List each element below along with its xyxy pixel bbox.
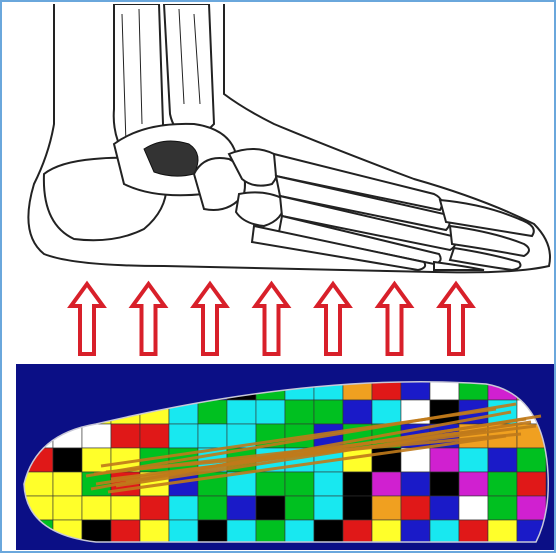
arrow-group bbox=[71, 284, 472, 354]
pressure-cell bbox=[343, 496, 372, 520]
pressure-cell bbox=[227, 496, 256, 520]
pressure-cell bbox=[488, 520, 517, 544]
pressure-cell bbox=[488, 496, 517, 520]
pressure-cell bbox=[372, 496, 401, 520]
up-arrow-icon bbox=[133, 284, 165, 354]
pressure-cell bbox=[372, 472, 401, 496]
pressure-cell bbox=[140, 424, 169, 448]
pressure-cell bbox=[53, 448, 82, 472]
pressure-cell bbox=[140, 496, 169, 520]
pressure-cell bbox=[430, 496, 459, 520]
pressure-cell bbox=[517, 472, 546, 496]
pressure-cell bbox=[430, 448, 459, 472]
pressure-cell bbox=[82, 448, 111, 472]
pressure-cell bbox=[227, 400, 256, 424]
pressure-cell bbox=[517, 496, 546, 520]
pressure-cell bbox=[198, 400, 227, 424]
pressure-cell bbox=[314, 520, 343, 544]
pressure-cell bbox=[401, 496, 430, 520]
pressure-arrows bbox=[2, 278, 556, 360]
pressure-cell bbox=[198, 424, 227, 448]
pressure-cell bbox=[24, 472, 53, 496]
foot-skeleton-illustration bbox=[14, 4, 554, 282]
pressure-cell bbox=[111, 496, 140, 520]
midfoot-bones bbox=[194, 149, 284, 226]
pressure-cell bbox=[227, 520, 256, 544]
pressure-cell bbox=[169, 496, 198, 520]
plantar-pressure-map bbox=[16, 364, 554, 550]
up-arrow-icon bbox=[71, 284, 103, 354]
pressure-cell bbox=[256, 496, 285, 520]
pressure-cell bbox=[401, 520, 430, 544]
pressure-cell bbox=[343, 400, 372, 424]
pressure-cell bbox=[285, 400, 314, 424]
up-arrow-icon bbox=[440, 284, 472, 354]
pressure-cell bbox=[285, 496, 314, 520]
pressure-cell bbox=[140, 520, 169, 544]
pressure-cell bbox=[459, 472, 488, 496]
pressure-cell bbox=[314, 472, 343, 496]
pressure-cell bbox=[198, 520, 227, 544]
pressure-cell bbox=[53, 472, 82, 496]
up-arrow-icon bbox=[194, 284, 226, 354]
pressure-cell bbox=[285, 472, 314, 496]
pressure-cell bbox=[111, 424, 140, 448]
pressure-cell bbox=[488, 448, 517, 472]
pressure-cell bbox=[169, 424, 198, 448]
pressure-cell bbox=[430, 520, 459, 544]
pressure-cell bbox=[372, 400, 401, 424]
pressure-cell bbox=[169, 520, 198, 544]
pressure-cell bbox=[459, 496, 488, 520]
pressure-cell bbox=[372, 520, 401, 544]
pressure-cell bbox=[256, 472, 285, 496]
metatarsals bbox=[252, 154, 456, 270]
pressure-cell bbox=[256, 400, 285, 424]
pressure-cell bbox=[314, 400, 343, 424]
pressure-cell bbox=[82, 496, 111, 520]
pressure-cell bbox=[285, 520, 314, 544]
pressure-cell bbox=[111, 520, 140, 544]
pressure-cell bbox=[256, 520, 285, 544]
pressure-cell bbox=[430, 472, 459, 496]
pressure-cell bbox=[198, 496, 227, 520]
pressure-cell bbox=[53, 496, 82, 520]
pressure-cell bbox=[343, 472, 372, 496]
pressure-cell bbox=[401, 472, 430, 496]
pressure-cell bbox=[488, 472, 517, 496]
pressure-cell bbox=[314, 496, 343, 520]
up-arrow-icon bbox=[379, 284, 411, 354]
pressure-cell bbox=[459, 448, 488, 472]
up-arrow-icon bbox=[317, 284, 349, 354]
pressure-cell bbox=[82, 424, 111, 448]
pressure-cell bbox=[459, 520, 488, 544]
pressure-cell bbox=[430, 400, 459, 424]
pressure-cell bbox=[343, 520, 372, 544]
pressure-cell bbox=[517, 448, 546, 472]
up-arrow-icon bbox=[256, 284, 288, 354]
